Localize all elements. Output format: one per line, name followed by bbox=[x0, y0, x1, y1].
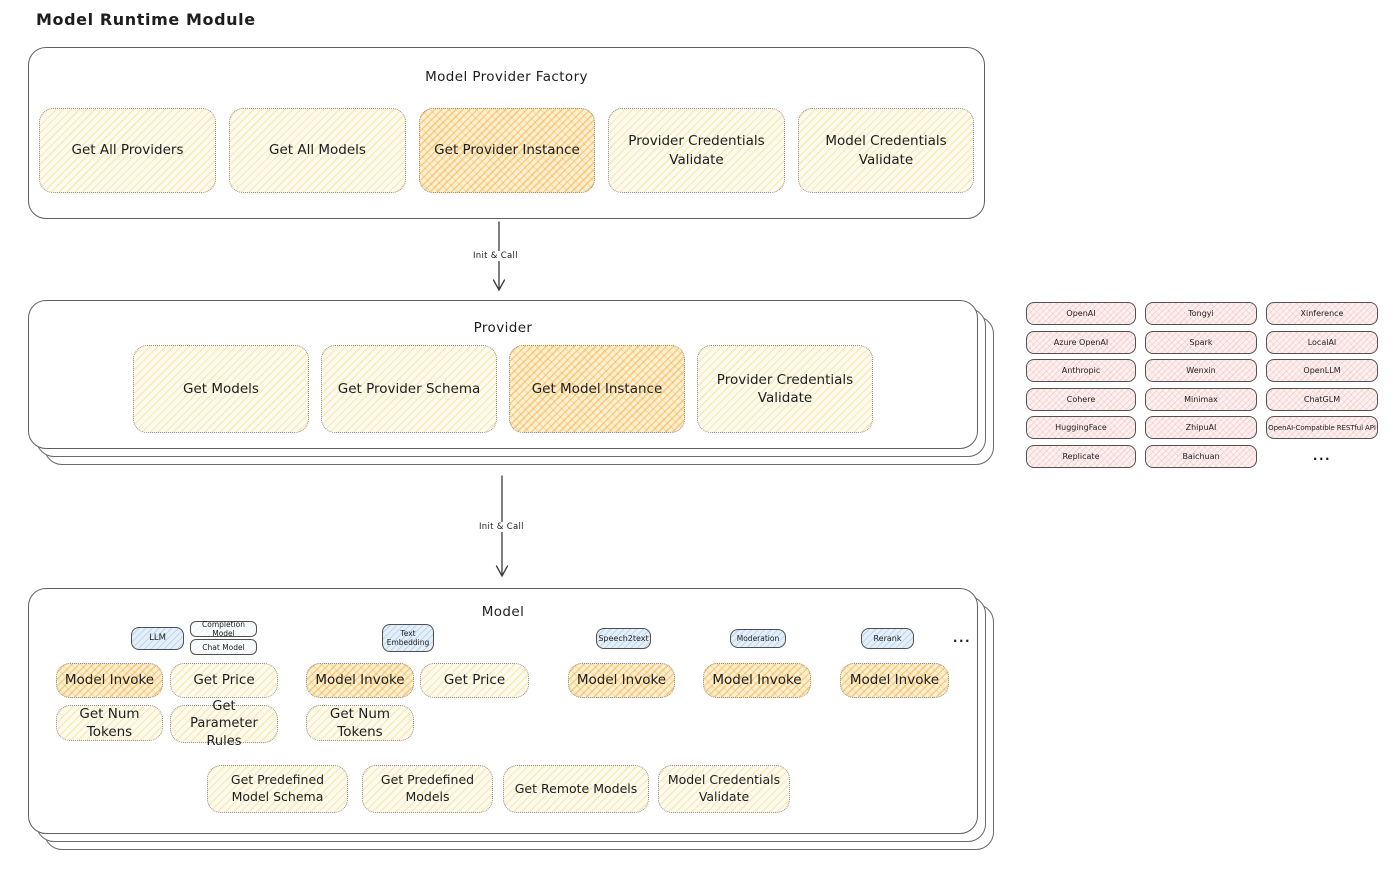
node-get-all-models: Get All Models bbox=[229, 108, 406, 193]
provider-chip-anthropic: Anthropic bbox=[1026, 359, 1136, 382]
provider-chip-localai: LocalAI bbox=[1266, 330, 1378, 354]
provider-box: Provider Get Models Get Provider Schema … bbox=[28, 300, 978, 449]
node-llm-get-price: Get Price bbox=[170, 663, 278, 698]
provider-chip-wenxin: Wenxin bbox=[1145, 359, 1257, 382]
provider-chip-xinference: Xinference bbox=[1266, 302, 1378, 325]
provider-chip-baichuan: Baichuan bbox=[1145, 444, 1257, 468]
model-provider-factory-box: Model Provider Factory Get All Providers… bbox=[28, 47, 985, 219]
model-box: Model LLM Completion Model Chat Model Te… bbox=[28, 588, 978, 834]
node-get-provider-instance: Get Provider Instance bbox=[419, 108, 595, 193]
provider-chip-openai: OpenAI bbox=[1026, 302, 1136, 325]
provider-chip-openllm: OpenLLM bbox=[1266, 359, 1378, 382]
completion-model-badge: Completion Model bbox=[190, 620, 257, 638]
factory-title: Model Provider Factory bbox=[425, 69, 588, 85]
node-model-credentials-validate-factory: Model Credentials Validate bbox=[798, 108, 974, 193]
node-embedding-get-num-tokens: Get Num Tokens bbox=[306, 705, 414, 741]
speech2text-type-badge: Speech2text bbox=[596, 628, 651, 649]
node-embedding-model-invoke: Model Invoke bbox=[306, 663, 414, 698]
node-speech2text-model-invoke: Model Invoke bbox=[568, 663, 675, 698]
provider-list: OpenAI Tongyi Xinference Azure OpenAI Sp… bbox=[1026, 302, 1378, 468]
node-get-provider-schema: Get Provider Schema bbox=[321, 345, 497, 433]
rerank-type-badge: Rerank bbox=[861, 628, 914, 649]
node-provider-credentials-validate-factory: Provider Credentials Validate bbox=[608, 108, 785, 193]
node-get-remote-models: Get Remote Models bbox=[503, 765, 649, 813]
node-get-predefined-models: Get Predefined Models bbox=[362, 765, 493, 813]
node-provider-credentials-validate-provider: Provider Credentials Validate bbox=[697, 345, 873, 433]
provider-title: Provider bbox=[473, 320, 533, 336]
model-title: Model bbox=[481, 604, 525, 620]
llm-type-badge: LLM bbox=[131, 627, 184, 650]
node-get-all-providers: Get All Providers bbox=[39, 108, 216, 193]
node-llm-model-invoke: Model Invoke bbox=[56, 663, 163, 698]
node-embedding-get-price: Get Price bbox=[420, 663, 529, 698]
provider-chip-tongyi: Tongyi bbox=[1145, 302, 1257, 325]
provider-chip-cohere: Cohere bbox=[1026, 387, 1136, 411]
node-llm-get-num-tokens: Get Num Tokens bbox=[56, 705, 163, 741]
node-rerank-model-invoke: Model Invoke bbox=[840, 663, 949, 698]
text-embedding-type-badge: Text Embedding bbox=[382, 624, 434, 652]
moderation-type-badge: Moderation bbox=[730, 629, 786, 648]
node-moderation-model-invoke: Model Invoke bbox=[703, 663, 811, 698]
provider-chip-chatglm: ChatGLM bbox=[1266, 387, 1378, 411]
model-types-more: ... bbox=[952, 631, 972, 645]
diagram-title: Model Runtime Module bbox=[36, 10, 256, 29]
provider-buttons-row: Get Models Get Provider Schema Get Model… bbox=[29, 345, 977, 433]
init-call-label-1: Init & Call bbox=[470, 251, 521, 261]
provider-chip-huggingface: HuggingFace bbox=[1026, 416, 1136, 439]
provider-chip-minimax: Minimax bbox=[1145, 387, 1257, 411]
provider-list-more: ... bbox=[1312, 449, 1332, 463]
init-call-label-2: Init & Call bbox=[476, 522, 527, 532]
provider-chip-openai-compatible-restful-api: OpenAI-Compatible RESTful API bbox=[1266, 416, 1378, 439]
node-model-credentials-validate-model: Model Credentials Validate bbox=[658, 765, 790, 813]
chat-model-badge: Chat Model bbox=[190, 639, 257, 655]
provider-chip-replicate: Replicate bbox=[1026, 444, 1136, 468]
node-get-models: Get Models bbox=[133, 345, 309, 433]
factory-buttons-row: Get All Providers Get All Models Get Pro… bbox=[29, 108, 984, 193]
provider-chip-spark: Spark bbox=[1145, 330, 1257, 354]
provider-chip-azure-openai: Azure OpenAI bbox=[1026, 330, 1136, 354]
node-get-model-instance: Get Model Instance bbox=[509, 345, 685, 433]
provider-chip-zhipuai: ZhipuAI bbox=[1145, 416, 1257, 439]
node-get-predefined-model-schema: Get Predefined Model Schema bbox=[207, 765, 348, 813]
node-llm-get-parameter-rules: Get Parameter Rules bbox=[170, 699, 278, 749]
